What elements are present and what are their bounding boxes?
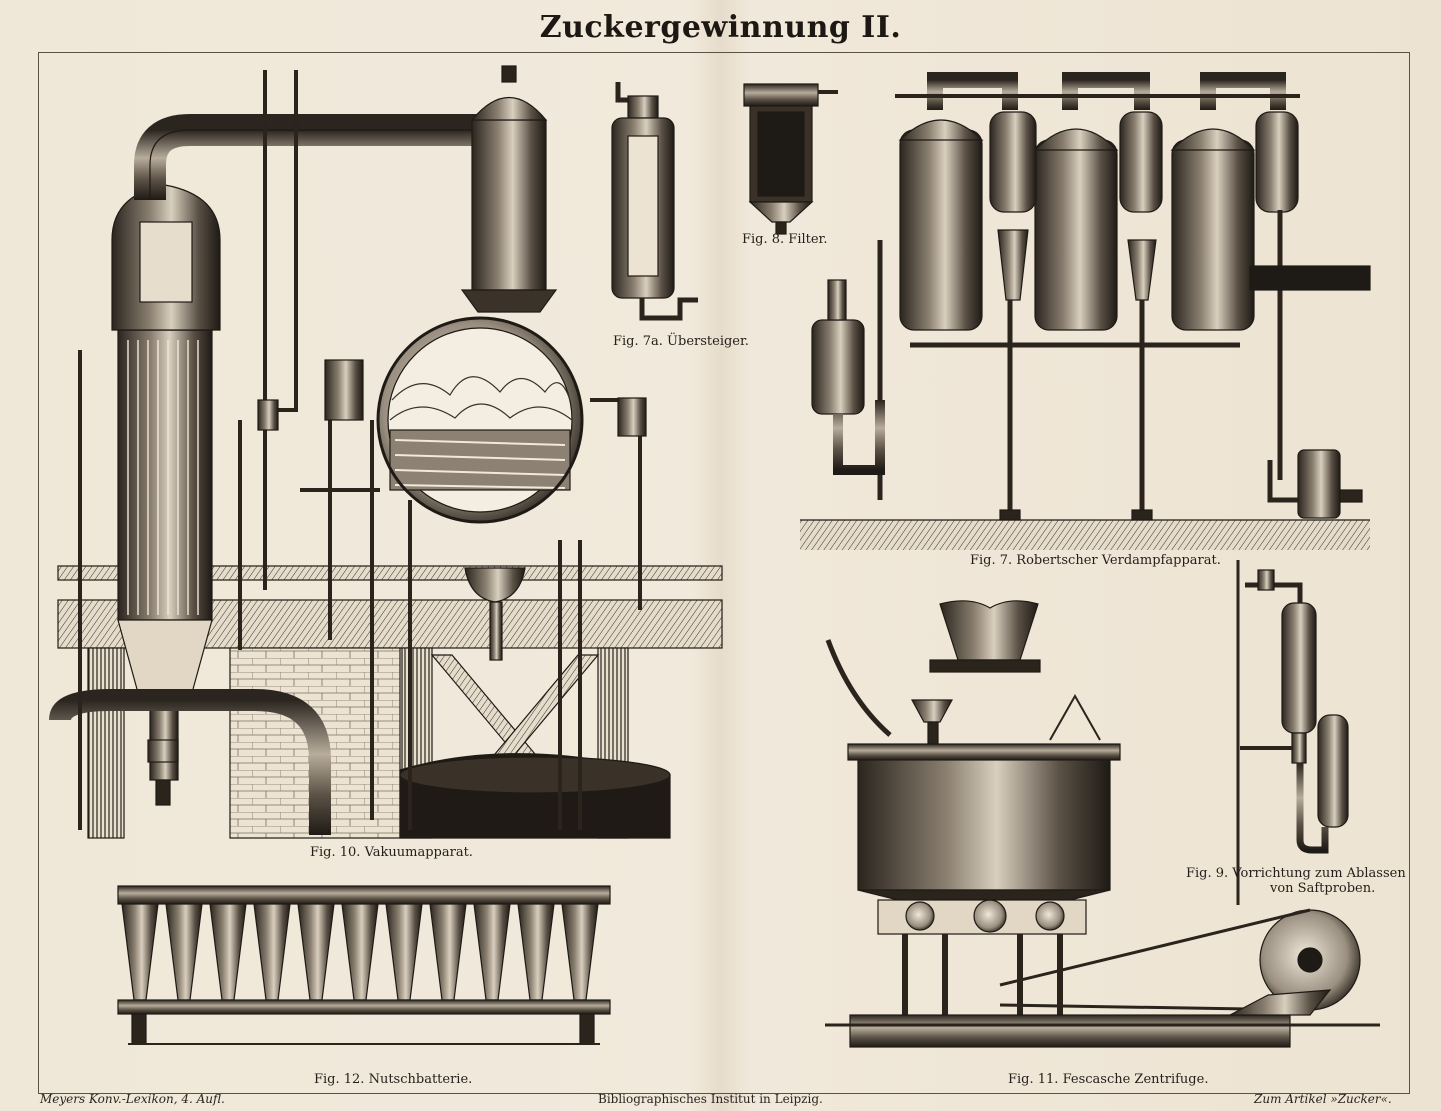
- fig12-suction-battery: [117, 885, 611, 1045]
- caption-fig9-line2: von Saftproben.: [1270, 881, 1376, 896]
- footer-article-ref: Zum Artikel »Zucker«.: [1254, 1092, 1392, 1106]
- fig8-filter: [743, 83, 838, 235]
- caption-fig12: Fig. 12. Nutschbatterie.: [314, 1072, 473, 1087]
- caption-fig11: Fig. 11. Fescasche Zentrifuge.: [1008, 1072, 1209, 1087]
- caption-fig7: Fig. 7. Robertscher Verdampfapparat.: [970, 553, 1221, 568]
- fig11-centrifuge: [825, 600, 1380, 1048]
- fig9-sampling-device: [1236, 560, 1349, 905]
- caption-fig7a: Fig. 7a. Übersteiger.: [613, 334, 749, 349]
- fig7-evaporator: [800, 72, 1371, 550]
- footer-publication: Meyers Konv.-Lexikon, 4. Aufl.: [40, 1092, 225, 1106]
- caption-fig10: Fig. 10. Vakuumapparat.: [310, 845, 473, 860]
- plate-frame: [38, 52, 1410, 1094]
- fig10-vacuum-apparatus: [49, 65, 723, 839]
- footer-publisher: Bibliographisches Institut in Leipzig.: [598, 1092, 823, 1106]
- fig7a-uebersteiger: [611, 82, 698, 321]
- caption-fig8: Fig. 8. Filter.: [742, 232, 828, 247]
- plate-title: Zuckergewinnung II.: [539, 10, 902, 45]
- caption-fig9-line1: Fig. 9. Vorrichtung zum Ablassen: [1186, 866, 1406, 881]
